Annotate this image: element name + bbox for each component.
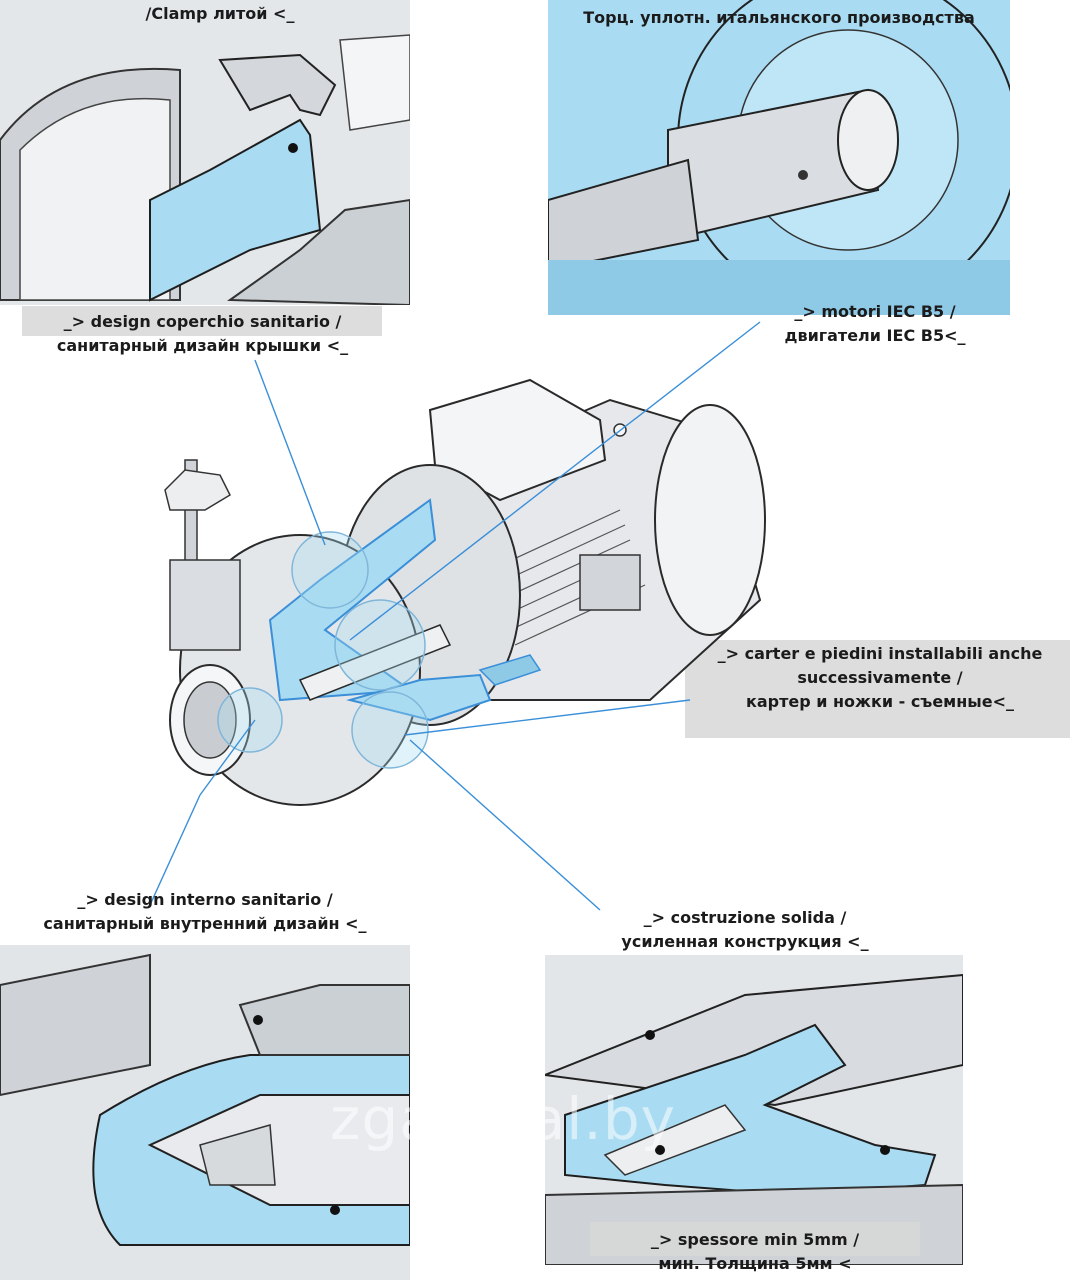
caption-internal: _> design interno sanitario / санитарный… [43, 890, 367, 933]
detail-seal-image [548, 0, 1010, 315]
caption-thickness: _> spessore min 5mm / мин. Толщина 5мм < [650, 1230, 860, 1273]
caption-clamp: /Clamp литой <_ [145, 4, 295, 23]
caption-seal: Торц. уплотн. итальянского производства [583, 8, 975, 27]
detail-internal-image [0, 945, 410, 1280]
caption-cover-band [22, 306, 382, 336]
caption-carter: _> carter e piedini installabili anche s… [717, 644, 1043, 711]
watermark: zga.deal.by [330, 1085, 676, 1153]
caption-carter-band [685, 640, 1070, 738]
caption-motor: _> motori IEC B5 / двигатели IEC B5<_ [784, 302, 966, 345]
caption-thickness-band [590, 1222, 920, 1256]
detail-solid-image [545, 955, 963, 1265]
caption-cover: _> design coperchio sanitario / санитарн… [56, 312, 349, 355]
detail-clamp-image [0, 0, 410, 305]
pump-illustration [150, 370, 790, 840]
caption-solid: _> costruzione solida / усиленная констр… [621, 908, 869, 951]
